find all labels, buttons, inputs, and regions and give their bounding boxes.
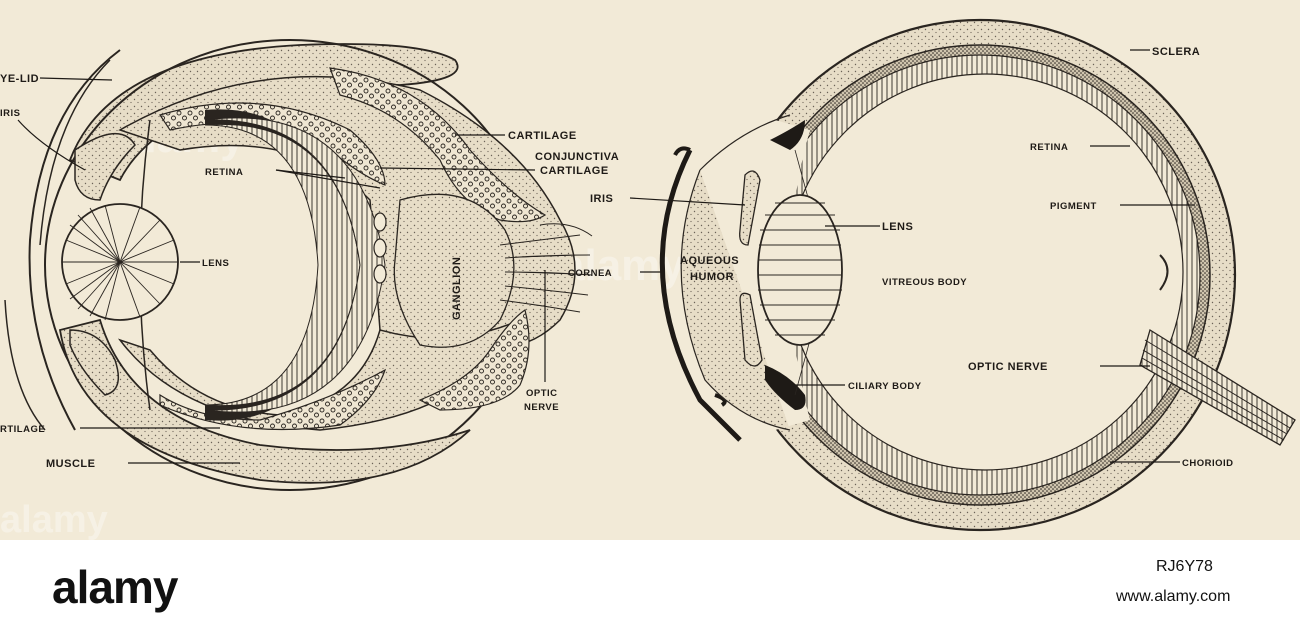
left-eye-labels: YE-LID IRIS CARTILAGE CONJUNCTIVA CARTIL… xyxy=(0,73,619,470)
optic-nerve-bundle xyxy=(1139,254,1296,446)
sclera-label: SCLERA xyxy=(1152,46,1200,58)
left-lens-icon xyxy=(61,203,179,321)
vitreous-body-label: VITREOUS BODY xyxy=(882,277,967,288)
cartilage-mid-label: CARTILAGE xyxy=(540,165,609,177)
ganglion-label: GANGLION xyxy=(451,257,463,320)
conjunctiva-label: CONJUNCTIVA xyxy=(535,151,619,163)
eyelid-label: YE-LID xyxy=(0,73,39,85)
right-eye-drawing xyxy=(629,18,1296,532)
left-eye-drawing: GANGLION xyxy=(4,39,593,491)
diagram-svg: alamy alamy alamy alamy xyxy=(0,18,1296,540)
humor-label: HUMOR xyxy=(690,271,734,283)
ciliary-body-label: CILIARY BODY xyxy=(848,381,922,392)
right-iris-label: IRIS xyxy=(590,193,613,205)
right-retina-label: RETINA xyxy=(1030,142,1068,153)
right-lens-icon xyxy=(757,194,843,346)
muscle-label: MUSCLE xyxy=(46,458,95,470)
cornea-label: CORNEA xyxy=(568,268,612,279)
optic-label: OPTIC xyxy=(526,388,558,399)
aqueous-label: AQUEOUS xyxy=(680,255,739,267)
svg-text:alamy: alamy xyxy=(0,499,108,540)
chorioid-label: CHORIOID xyxy=(1182,458,1234,469)
footer-bar: alamy RJ6Y78 www.alamy.com xyxy=(0,540,1300,630)
svg-text:alamy: alamy xyxy=(560,241,685,290)
left-iris-label: IRIS xyxy=(0,108,20,119)
site-link[interactable]: www.alamy.com xyxy=(1116,588,1231,605)
brand-logo[interactable]: alamy xyxy=(52,561,178,613)
cartilage-top-label: CARTILAGE xyxy=(508,130,577,142)
right-lens-label: LENS xyxy=(882,221,913,233)
cartilage-bottom-label: RTILAGE xyxy=(0,424,45,435)
pigment-label: PIGMENT xyxy=(1050,201,1097,212)
left-lens-label: LENS xyxy=(202,258,229,269)
optic-nerve-label: OPTIC NERVE xyxy=(968,361,1048,373)
eye-comparison-diagram: alamy alamy alamy alamy xyxy=(0,0,1300,540)
right-eye-labels: SCLERA RETINA IRIS PIGMENT LENS CORNEA A… xyxy=(568,46,1234,469)
nerve-label: NERVE xyxy=(524,402,559,413)
image-id-text: RJ6Y78 xyxy=(1156,558,1213,575)
left-retina-label: RETINA xyxy=(205,167,243,178)
